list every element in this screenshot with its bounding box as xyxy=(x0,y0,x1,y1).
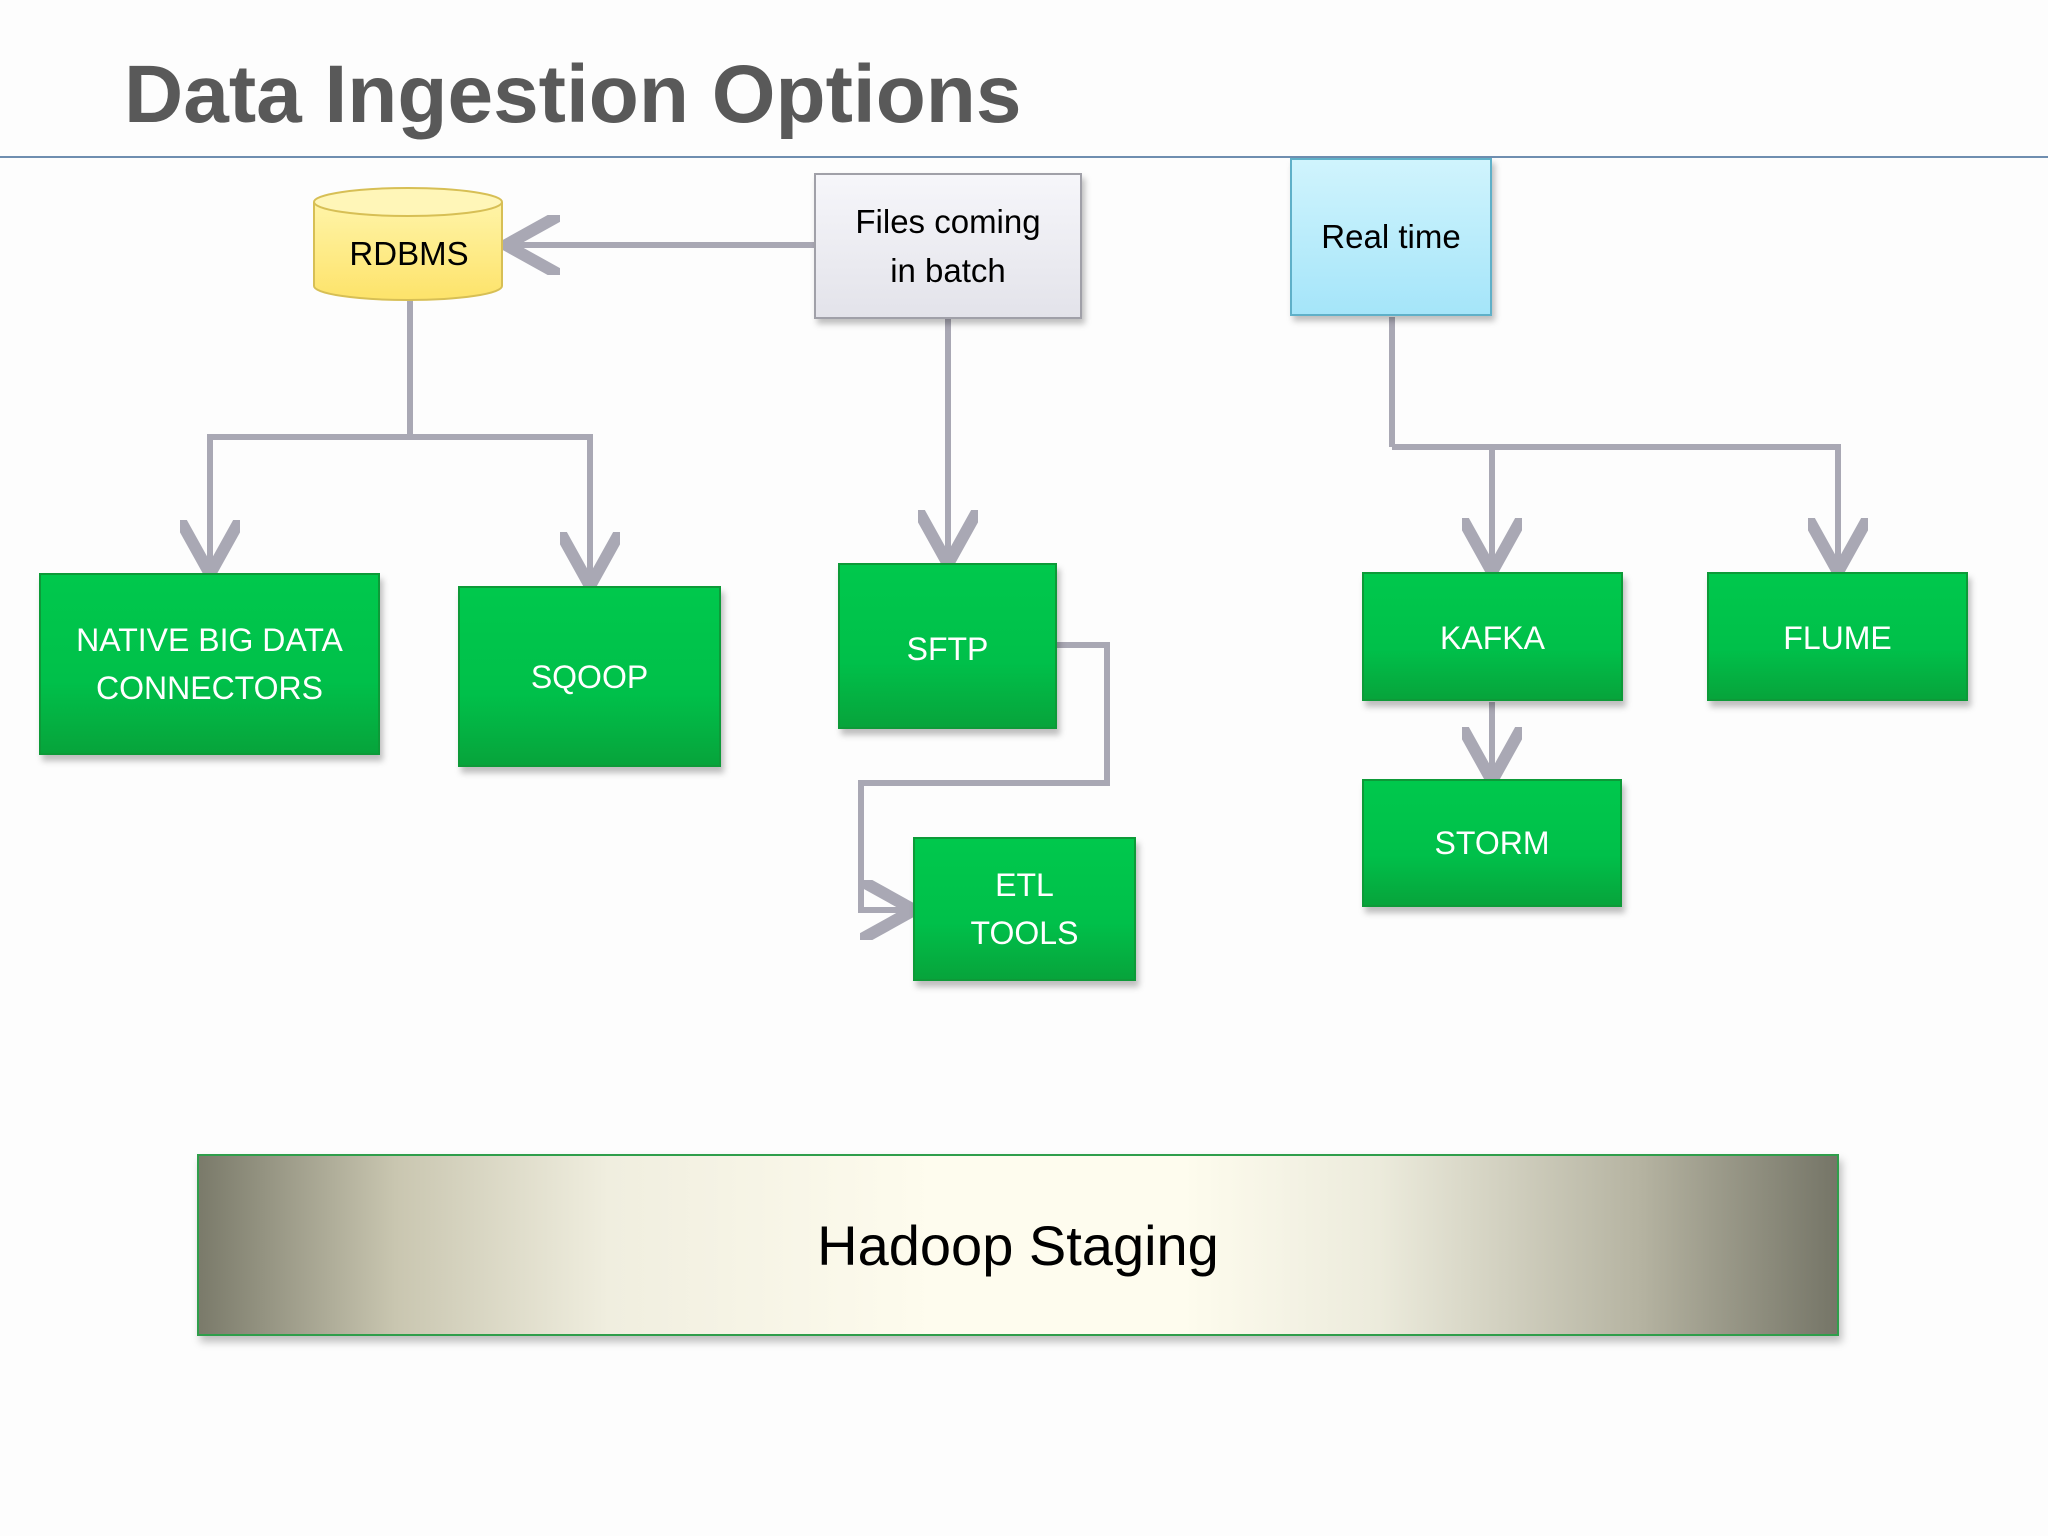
sqoop-label: SQOOP xyxy=(530,658,649,695)
arrow-sftp-to-etl xyxy=(858,642,1110,910)
kafka-label: KAFKA xyxy=(1440,620,1545,656)
native-big-data-connectors-box: NATIVE BIG DATA CONNECTORS xyxy=(39,573,380,755)
rdbms-cylinder xyxy=(313,187,503,301)
etl-tools-box: ETL TOOLS xyxy=(913,837,1136,981)
etl-label-line2: TOOLS xyxy=(970,915,1079,951)
slide-title: Data Ingestion Options xyxy=(124,49,1022,140)
native-label-line2: CONNECTORS xyxy=(96,670,323,706)
batch-label-line1: Files coming xyxy=(855,202,1041,240)
sftp-box: SFTP xyxy=(838,563,1057,729)
arrow-realtime-to-kafka xyxy=(1392,444,1492,566)
kafka-box: KAFKA xyxy=(1362,572,1623,701)
arrow-rdbms-to-sqoop xyxy=(410,434,590,580)
flume-box: FLUME xyxy=(1707,572,1968,701)
storm-box: STORM xyxy=(1362,779,1622,907)
hadoop-staging-label: Hadoop Staging xyxy=(817,1213,1219,1277)
native-label-line1: NATIVE BIG DATA xyxy=(76,622,343,658)
arrow-rdbms-to-native xyxy=(210,434,410,568)
sqoop-box: SQOOP xyxy=(458,586,721,767)
title-divider xyxy=(0,156,2048,158)
flume-label: FLUME xyxy=(1783,620,1892,656)
realtime-label: Real time xyxy=(1321,218,1461,256)
rdbms-label: RDBMS xyxy=(349,235,469,272)
etl-label-line1: ETL xyxy=(995,867,1054,903)
arrow-realtime-to-flume xyxy=(1492,444,1838,566)
batch-label-line2: in batch xyxy=(890,252,1006,289)
real-time-box: Real time xyxy=(1290,158,1492,316)
storm-label: STORM xyxy=(1434,825,1550,861)
files-in-batch-box: Files coming in batch xyxy=(814,173,1082,319)
sftp-label: SFTP xyxy=(906,631,989,667)
hadoop-staging-bar: Hadoop Staging xyxy=(197,1154,1839,1336)
